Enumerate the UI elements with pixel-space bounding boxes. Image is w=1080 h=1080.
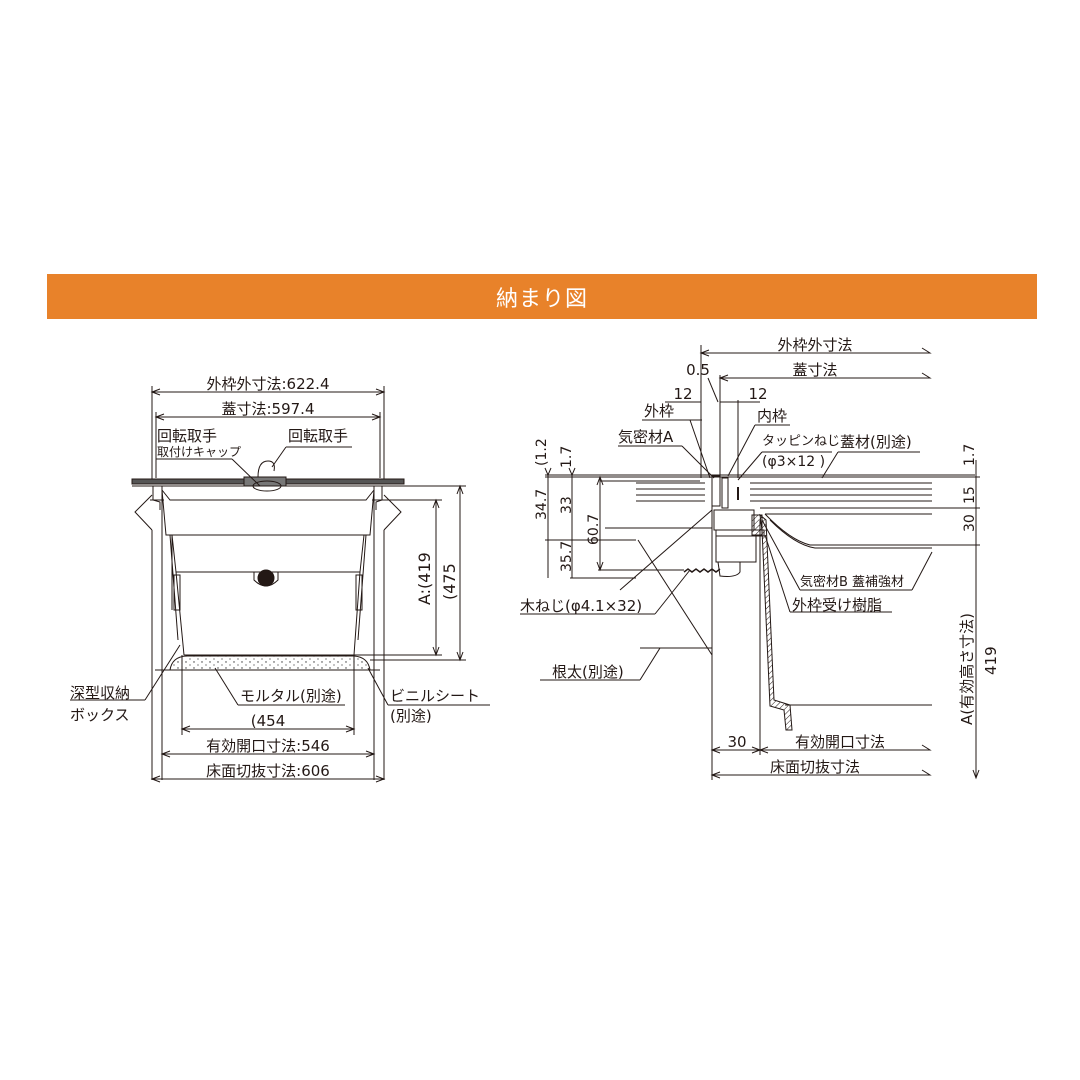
dim-lid: 蓋寸法:597.4	[222, 400, 315, 418]
dim-v-1-2: (1.2	[534, 438, 550, 466]
dim-gap: 0.5	[686, 361, 710, 379]
label-vinyl-2: (別途)	[390, 707, 432, 725]
dim-v-34-7: 34.7	[534, 489, 550, 520]
dim-height-total: (475	[440, 563, 459, 600]
label-outer-frame: 外枠	[644, 402, 674, 420]
label-handle: 回転取手	[288, 427, 348, 445]
dim-floor-cutout-r: 床面切抜寸法	[770, 758, 860, 776]
left-view-labels: 外枠外寸法:622.4 蓋寸法:597.4 回転取手 取付けキャップ 回転取手 …	[70, 375, 480, 780]
label-lid-reinforce: 蓋補強材	[852, 575, 904, 590]
label-handle-cap-1: 回転取手	[157, 427, 217, 445]
dim-outer-frame-r: 外枠外寸法	[777, 336, 852, 354]
label-seal-a: 気密材A	[618, 428, 674, 446]
dim-v-35-7: 35.7	[559, 541, 575, 572]
label-tapping-screw: タッピンねじ	[762, 434, 840, 449]
label-wood-screw: 木ねじ(φ4.1×32)	[520, 597, 642, 615]
right-section-view	[520, 345, 980, 780]
dim-right-12: 12	[748, 385, 767, 403]
left-section-view	[70, 386, 490, 783]
dim-floor-cutout: 床面切抜寸法:606	[206, 762, 330, 780]
label-frame-resin: 外枠受け樹脂	[792, 596, 882, 614]
label-inner-frame: 内枠	[757, 407, 787, 425]
dim-v-15: 15	[962, 486, 978, 504]
label-box-2: ボックス	[70, 706, 130, 724]
label-mortar: モルタル(別途)	[240, 687, 342, 705]
label-joist: 根太(別途)	[552, 663, 624, 681]
right-view-labels: 外枠外寸法 蓋寸法 0.5 12 12 外枠 気密材A 内枠 タッピンねじ (φ…	[520, 336, 1000, 776]
dim-v-419: 419	[982, 646, 1000, 675]
dim-lid-r: 蓋寸法	[792, 361, 837, 379]
dim-v-1-7-right: 1.7	[962, 444, 978, 466]
dim-effective-opening: 有効開口寸法:546	[206, 737, 330, 755]
dim-height-a: A:(419	[415, 552, 434, 605]
dim-h-30: 30	[727, 733, 746, 751]
dim-v-1-7-left: 1.7	[559, 446, 575, 468]
dim-left-12: 12	[673, 385, 692, 403]
section-header-banner: 納まり図	[47, 274, 1037, 319]
label-box-1: 深型収納	[70, 684, 130, 702]
dim-v-33: 33	[559, 496, 575, 514]
dim-v-30: 30	[962, 514, 978, 532]
label-seal-b: 気密材B	[800, 574, 848, 590]
dim-v-60-7: 60.7	[586, 514, 602, 545]
dim-inner-width: (454	[251, 712, 285, 730]
dim-effective-opening-r: 有効開口寸法	[795, 733, 885, 751]
dim-v-a-label: A(有効高さ寸法)	[958, 613, 976, 725]
label-lid-material: 蓋材(別途)	[840, 433, 912, 451]
dim-outer-frame: 外枠外寸法:622.4	[207, 375, 330, 393]
label-handle-cap-2: 取付けキャップ	[157, 445, 241, 459]
label-vinyl-1: ビニルシート	[390, 687, 480, 705]
label-tapping-spec: (φ3×12 )	[762, 454, 825, 470]
section-title: 納まり図	[495, 286, 588, 312]
